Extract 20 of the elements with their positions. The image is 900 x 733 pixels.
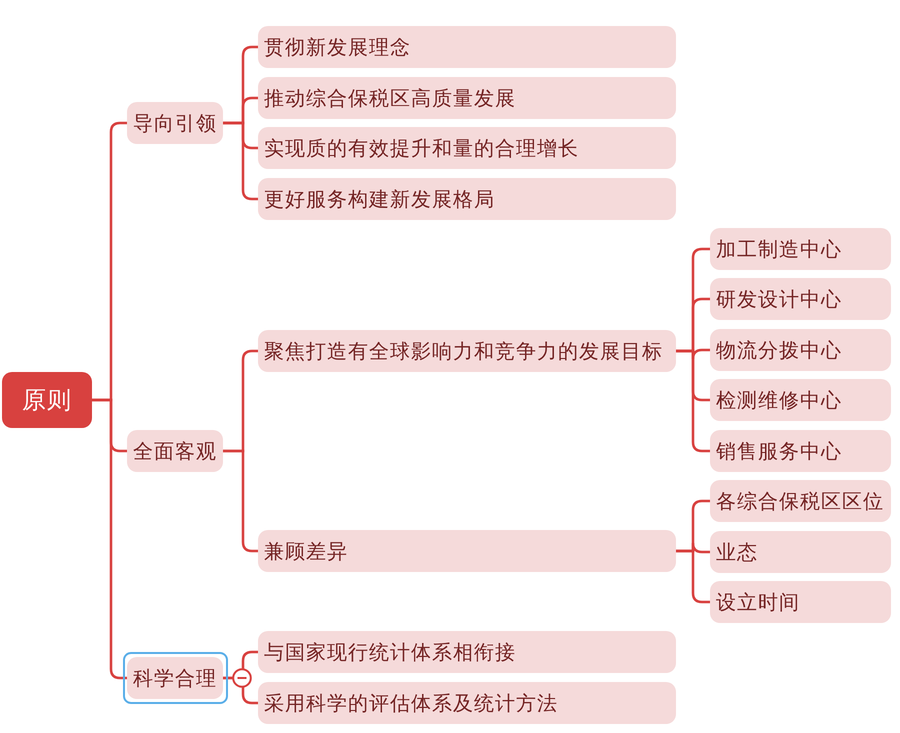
subtopic-box: 物流分拨中心 <box>710 329 891 371</box>
main-topic: 全面客观 <box>127 430 223 472</box>
main-topic: 导向引领 <box>127 102 223 144</box>
subtopic-box: 各综合保税区区位 <box>710 480 891 522</box>
subtopic-box: 采用科学的评估体系及统计方法 <box>258 682 676 724</box>
subtopic-box: 业态 <box>710 531 891 573</box>
subtopic-box: 兼顾差异 <box>258 530 676 572</box>
subtopic-box: 研发设计中心 <box>710 278 891 320</box>
subtopic-box: 加工制造中心 <box>710 228 891 270</box>
subtopic-box: 推动综合保税区高质量发展 <box>258 77 676 119</box>
subtopic-box: 更好服务构建新发展格局 <box>258 178 676 220</box>
subtopic-box: 销售服务中心 <box>710 430 891 472</box>
main-topic: 科学合理 <box>127 657 223 699</box>
subtopic-box: 与国家现行统计体系相衔接 <box>258 631 676 673</box>
subtopic-box: 贯彻新发展理念 <box>258 26 676 68</box>
subtopic-box: 聚焦打造有全球影响力和竞争力的发展目标 <box>258 330 676 372</box>
subtopic-box: 设立时间 <box>710 581 891 623</box>
central-topic: 原则 <box>2 372 92 428</box>
subtopic-box: 检测维修中心 <box>710 379 891 421</box>
subtopic-box: 实现质的有效提升和量的合理增长 <box>258 127 676 169</box>
